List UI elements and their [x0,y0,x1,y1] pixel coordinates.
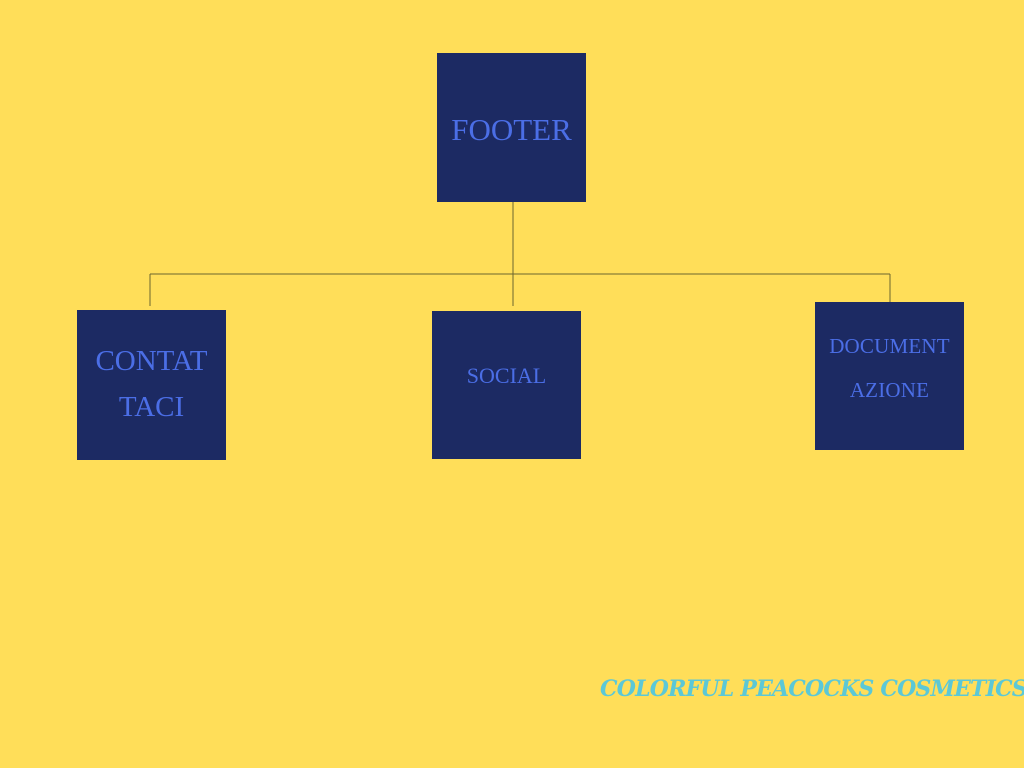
contattaci-node: CONTAT TACI [77,310,226,460]
footer-root-label: FOOTER [451,112,572,148]
documentazione-node: DOCUMENT AZIONE [815,302,964,450]
brand-wordmark: COLORFUL PEACOCKS COSMETICS [600,676,1024,702]
footer-root-node: FOOTER [437,53,586,202]
social-node: SOCIAL [432,311,581,459]
social-label: SOCIAL [466,363,547,388]
documentazione-label: DOCUMENT AZIONE [829,334,950,402]
contattaci-label: CONTAT TACI [95,345,208,423]
